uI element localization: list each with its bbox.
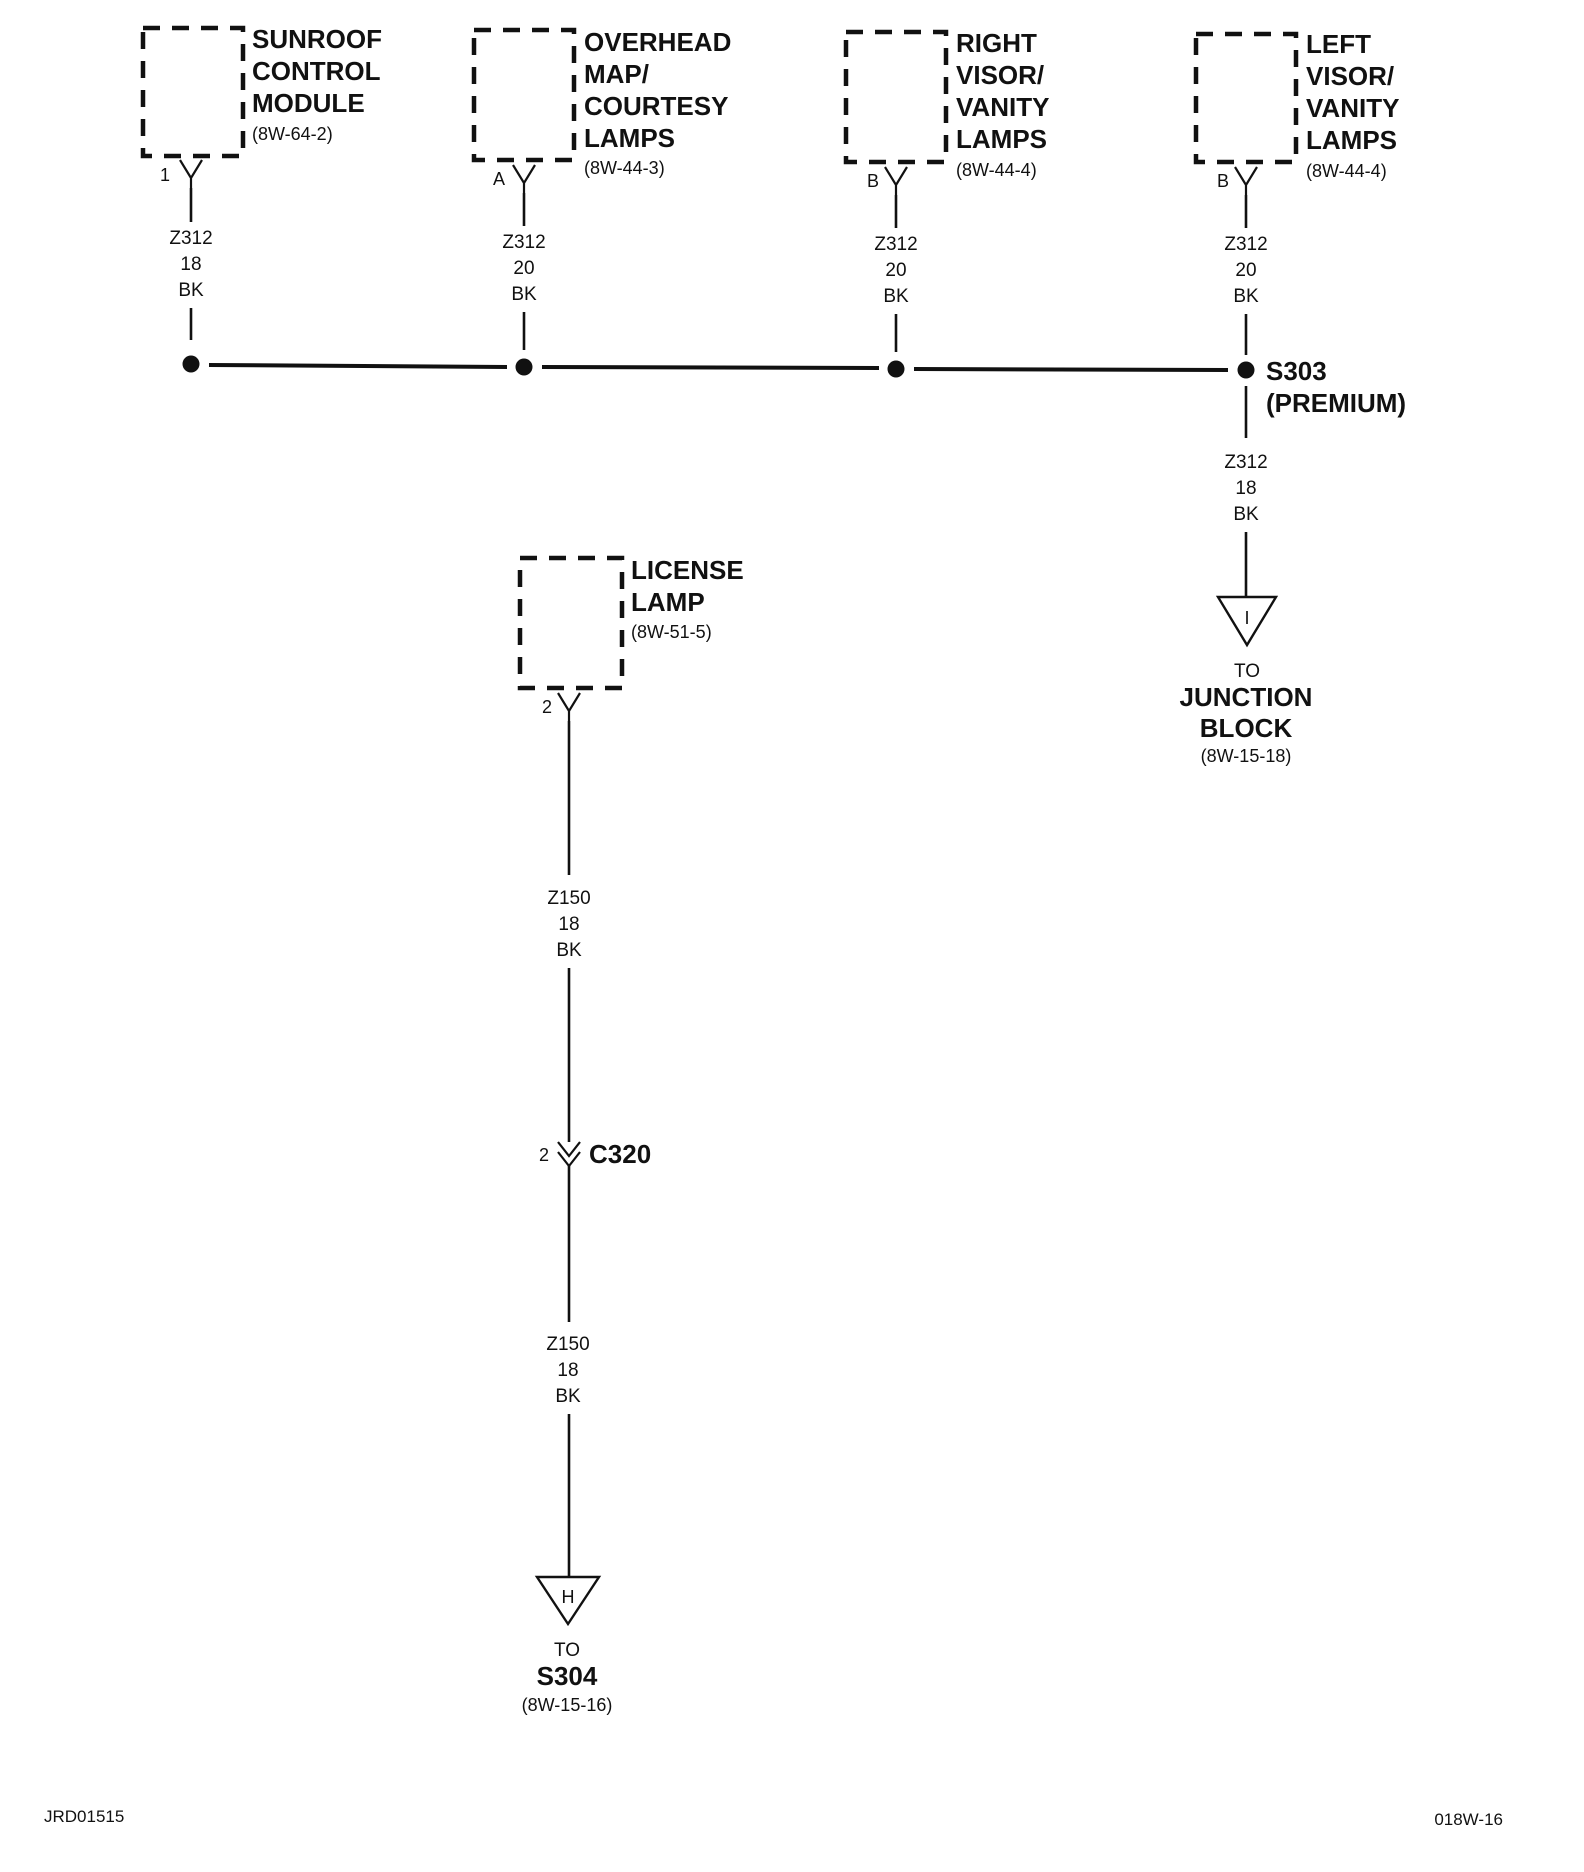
splice-out-wire-circuit: Z312 <box>1224 452 1267 473</box>
sunroof-connector-symbol <box>179 159 203 188</box>
left-visor-vanity-lamps: LEFT VISOR/ VANITY LAMPS (8W-44-4) B Z31… <box>1193 29 1399 355</box>
license-upper-wire-circuit: Z150 <box>547 888 590 909</box>
sunroof-label-line-1: SUNROOF <box>252 24 382 54</box>
overhead-wire-circuit: Z312 <box>502 232 545 253</box>
junction-block-label-line-1: JUNCTION <box>1180 682 1313 712</box>
license-lamp-component-box <box>517 555 625 691</box>
license-upper-wire-color: BK <box>556 940 582 961</box>
sunroof-wire-gauge: 18 <box>180 254 201 275</box>
right-visor-label-line-4: LAMPS <box>956 124 1047 154</box>
license-lower-wire-color: BK <box>555 1386 581 1407</box>
sunroof-wire-color: BK <box>178 280 204 301</box>
left-visor-label-line-4: LAMPS <box>1306 125 1397 155</box>
right-visor-ref: (8W-44-4) <box>956 160 1037 180</box>
splice-note: (PREMIUM) <box>1266 388 1406 418</box>
right-visor-connector-symbol <box>884 166 908 195</box>
splice-dot-s303 <box>1237 361 1255 379</box>
s304-destination: H TO S304 (8W-15-16) <box>522 1575 613 1715</box>
overhead-label-line-3: COURTESY <box>584 91 728 121</box>
license-lamp-pin-label: 2 <box>542 697 552 717</box>
junction-block-arrow <box>1215 595 1279 648</box>
s304-arrow-letter: H <box>562 1587 575 1607</box>
junction-block-arrow-letter: I <box>1244 608 1249 628</box>
s304-to: TO <box>554 1640 580 1661</box>
right-visor-wire-circuit: Z312 <box>874 234 917 255</box>
overhead-label-line-4: LAMPS <box>584 123 675 153</box>
license-lamp: LICENSE LAMP (8W-51-5) 2 Z150 18 BK <box>517 555 744 1142</box>
left-visor-label-line-1: LEFT <box>1306 29 1371 59</box>
diagram-code-right: 018W-16 <box>1434 1810 1503 1829</box>
s304-ref: (8W-15-16) <box>522 1695 613 1715</box>
splice-out-wire-gauge: 18 <box>1235 478 1256 499</box>
right-visor-wire-color: BK <box>883 286 909 307</box>
s304-label: S304 <box>537 1661 598 1691</box>
s304-arrow <box>534 1575 602 1627</box>
left-visor-wire-circuit: Z312 <box>1224 234 1267 255</box>
junction-dot-right-visor <box>887 360 905 378</box>
c320-name: C320 <box>589 1139 651 1169</box>
left-visor-wire-color: BK <box>1233 286 1259 307</box>
bus-segment-3 <box>913 367 1229 372</box>
sunroof-wire-circuit: Z312 <box>169 228 212 249</box>
license-lamp-label-line-1: LICENSE <box>631 555 744 585</box>
overhead-pin-label: A <box>493 169 505 189</box>
overhead-ref: (8W-44-3) <box>584 158 665 178</box>
junction-block-ref: (8W-15-18) <box>1201 746 1292 766</box>
left-visor-label-line-2: VISOR/ <box>1306 61 1394 91</box>
diagram-code-left: JRD01515 <box>44 1807 124 1826</box>
c320-pin-label: 2 <box>539 1145 549 1165</box>
overhead-component-box <box>471 27 577 163</box>
c320-connector-symbol <box>557 1141 581 1168</box>
right-visor-label-line-1: RIGHT <box>956 28 1037 58</box>
right-visor-label-line-2: VISOR/ <box>956 60 1044 90</box>
sunroof-ref: (8W-64-2) <box>252 124 333 144</box>
license-lamp-connector-symbol <box>557 692 581 721</box>
license-lower-wire-circuit: Z150 <box>546 1334 589 1355</box>
overhead-connector-symbol <box>512 164 536 193</box>
right-visor-vanity-lamps: RIGHT VISOR/ VANITY LAMPS (8W-44-4) B Z3… <box>843 28 1049 352</box>
left-visor-ref: (8W-44-4) <box>1306 161 1387 181</box>
ground-bus: S303 (PREMIUM) <box>182 355 1406 418</box>
connector-c320: 2 C320 Z150 18 BK <box>539 1139 651 1577</box>
right-visor-pin-label: B <box>867 171 879 191</box>
bus-segment-2 <box>541 365 880 370</box>
overhead-label-line-1: OVERHEAD <box>584 27 731 57</box>
left-visor-wire-gauge: 20 <box>1235 260 1256 281</box>
license-upper-wire-gauge: 18 <box>558 914 579 935</box>
junction-dot-sunroof <box>182 355 200 373</box>
junction-block-label-line-2: BLOCK <box>1200 713 1293 743</box>
left-visor-label-line-3: VANITY <box>1306 93 1399 123</box>
sunroof-control-module: SUNROOF CONTROL MODULE (8W-64-2) 1 Z312 … <box>140 24 382 340</box>
overhead-wire-gauge: 20 <box>513 258 534 279</box>
junction-block-to: TO <box>1234 661 1260 682</box>
junction-dot-overhead <box>515 358 533 376</box>
overhead-label-line-2: MAP/ <box>584 59 649 89</box>
right-visor-wire-gauge: 20 <box>885 260 906 281</box>
overhead-wire-color: BK <box>511 284 537 305</box>
junction-block-branch: Z312 18 BK I TO JUNCTION BLOCK (8W-15-18… <box>1180 386 1313 766</box>
left-visor-component-box <box>1193 31 1299 165</box>
sunroof-label-line-2: CONTROL <box>252 56 381 86</box>
license-lamp-label-line-2: LAMP <box>631 587 705 617</box>
sunroof-label-line-3: MODULE <box>252 88 365 118</box>
left-visor-pin-label: B <box>1217 171 1229 191</box>
splice-name: S303 <box>1266 356 1327 386</box>
sunroof-component-box <box>140 25 246 159</box>
license-lower-wire-gauge: 18 <box>557 1360 578 1381</box>
overhead-map-courtesy-lamps: OVERHEAD MAP/ COURTESY LAMPS (8W-44-3) A… <box>471 27 731 350</box>
right-visor-component-box <box>843 29 949 165</box>
right-visor-label-line-3: VANITY <box>956 92 1049 122</box>
bus-segment-1 <box>208 363 508 369</box>
sunroof-pin-label: 1 <box>160 165 170 185</box>
splice-out-wire-color: BK <box>1233 504 1259 525</box>
left-visor-connector-symbol <box>1234 166 1258 195</box>
license-lamp-ref: (8W-51-5) <box>631 622 712 642</box>
